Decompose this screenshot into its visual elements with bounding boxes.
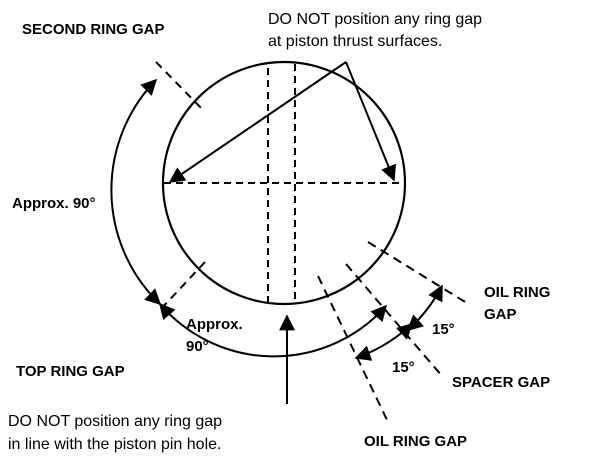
oil-ring-gap-upper-label-line1: OIL RING: [484, 284, 550, 301]
pin-note-line1: DO NOT position any ring gap: [8, 413, 222, 430]
thrust-note-arrow-right: [345, 61, 396, 182]
angle-15-upper-label: 15°: [432, 321, 455, 338]
angle-15-lower-label: 15°: [392, 359, 415, 376]
thrust-note-arrow-left: [168, 61, 347, 183]
angle-15-lower-arc: [354, 322, 414, 361]
top-ring-gap-label: TOP RING GAP: [16, 363, 125, 380]
approx-90-left-label: Approx. 90°: [12, 195, 96, 212]
approx-90-bottom-label-line1: Approx.: [186, 316, 243, 333]
oil-ring-gap-upper-label-line2: GAP: [484, 306, 517, 323]
spacer-gap-marker: [345, 263, 443, 377]
approx-90-left-arc: [110, 78, 162, 306]
spacer-gap-label: SPACER GAP: [452, 374, 550, 391]
oil-ring-gap-lower-label: OIL RING GAP: [364, 433, 467, 450]
top-ring-gap-marker: [159, 261, 206, 311]
oil-ring-gap-upper-marker: [367, 241, 471, 306]
thrust-note-line1: DO NOT position any ring gap: [268, 11, 482, 28]
second-ring-gap-marker: [155, 61, 206, 113]
oil-ring-gap-lower-marker: [317, 275, 389, 423]
pin-note-line2: in line with the piston pin hole.: [8, 436, 221, 453]
second-ring-gap-label: SECOND RING GAP: [22, 21, 165, 38]
thrust-note-line2: at piston thrust surfaces.: [268, 33, 442, 50]
approx-90-bottom-label-line2: 90°: [186, 338, 209, 355]
